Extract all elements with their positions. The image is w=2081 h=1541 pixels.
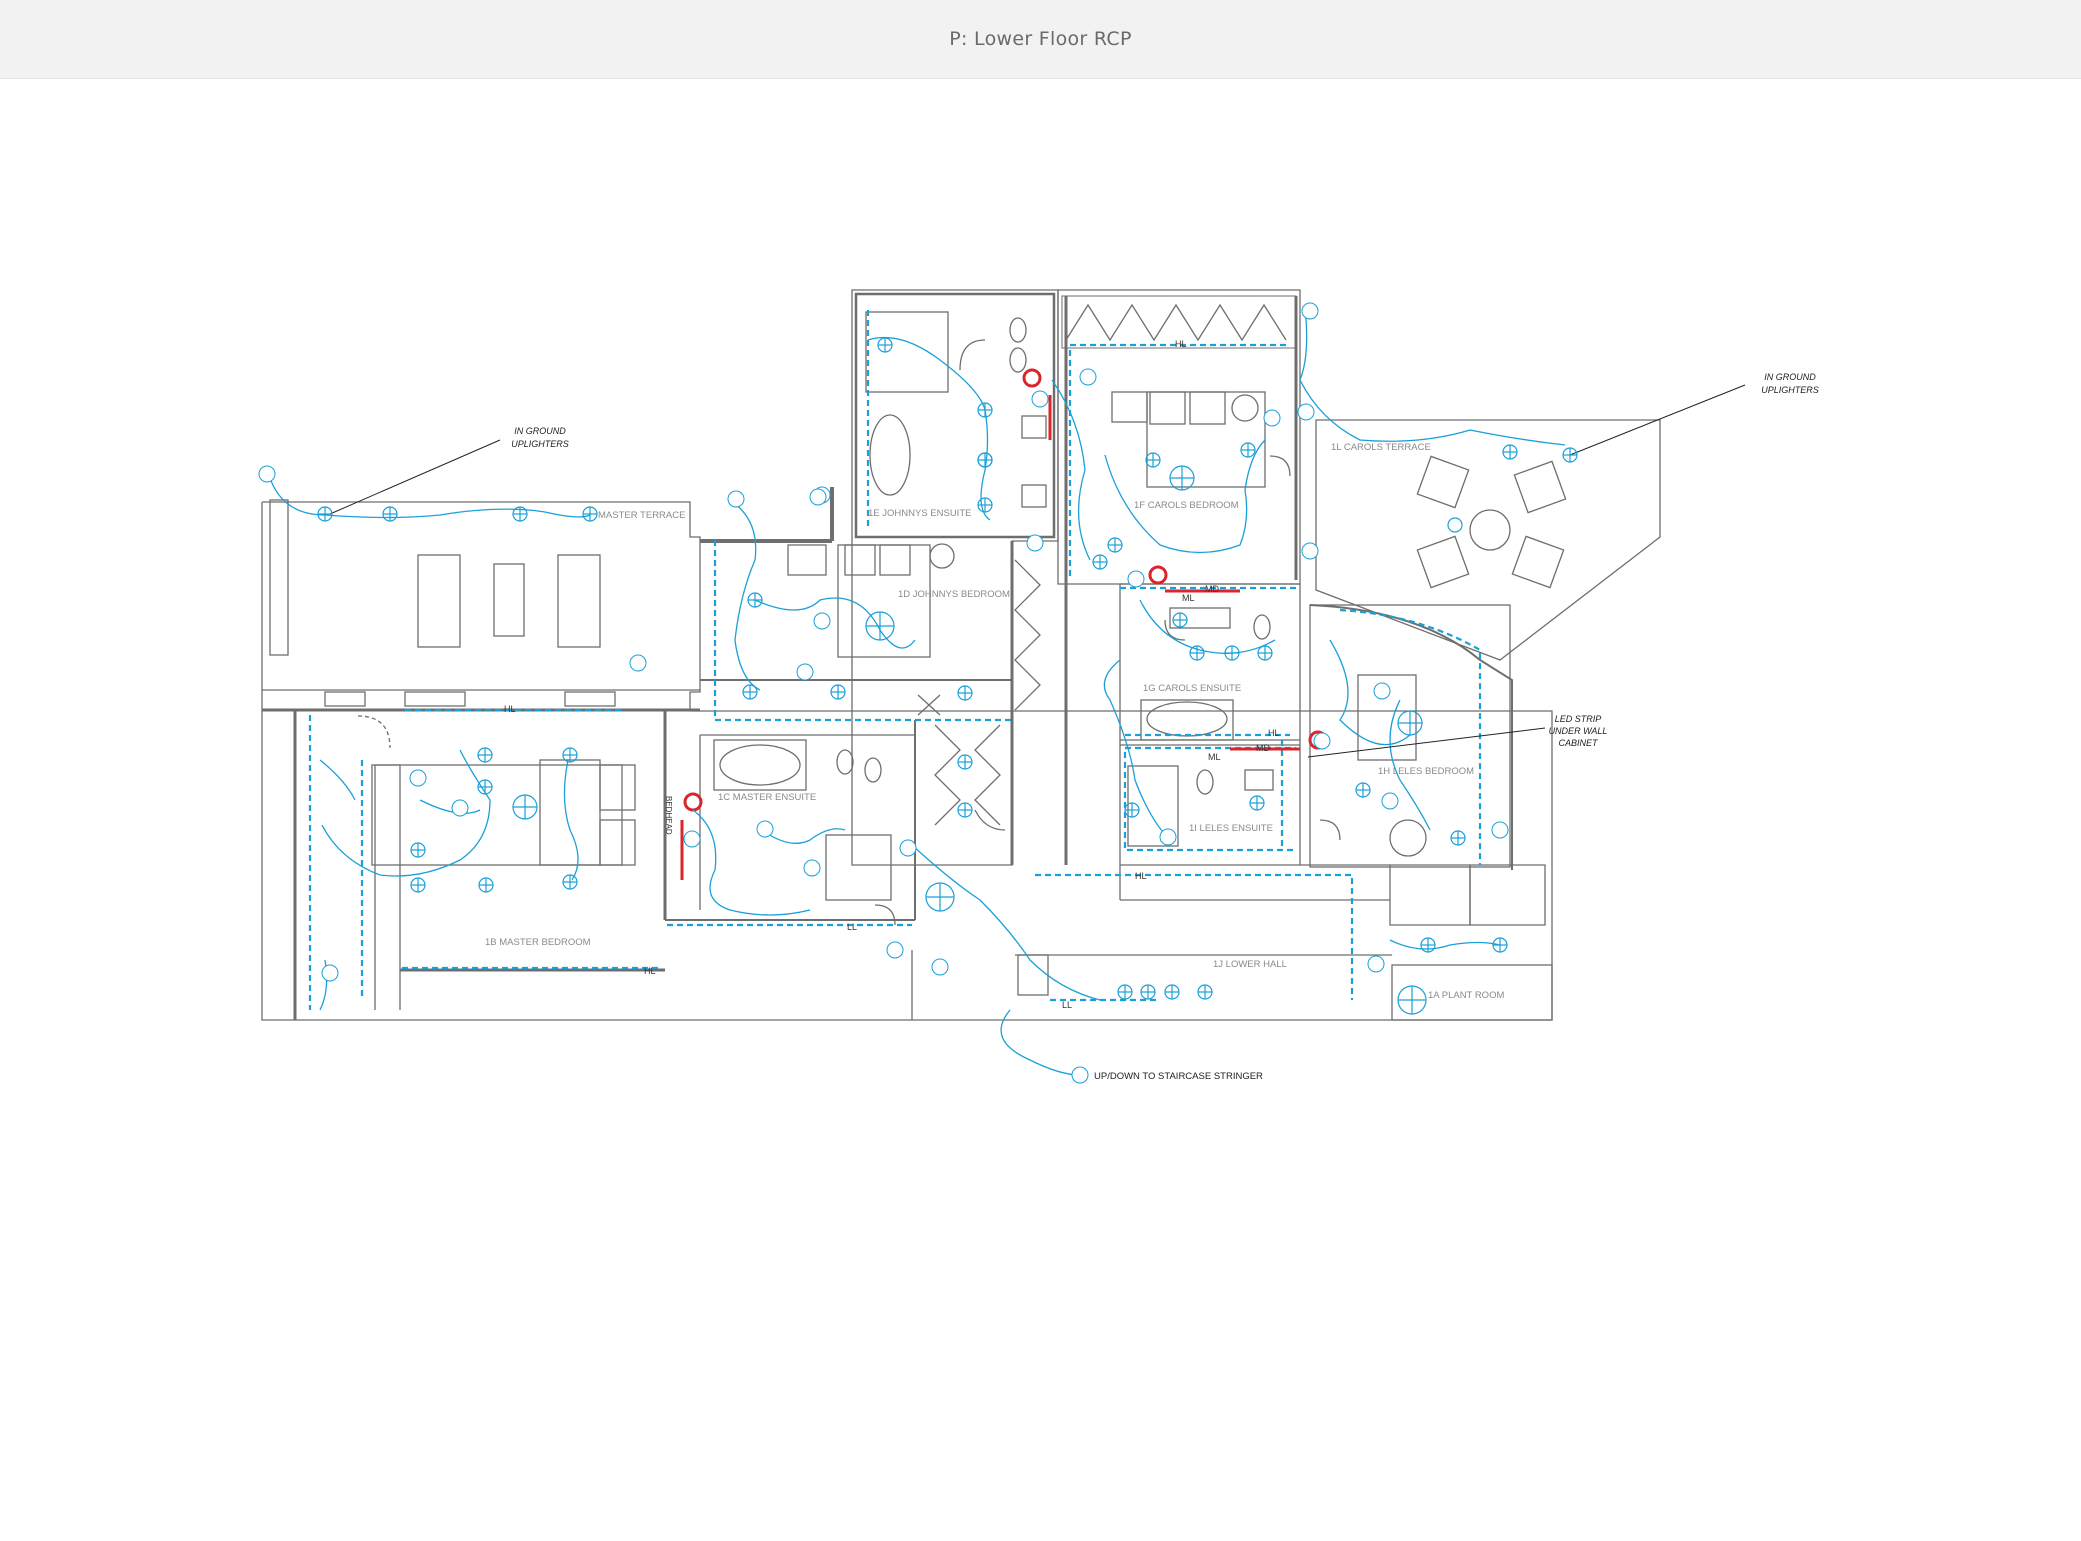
room-label-master-ensuite: 1C MASTER ENSUITE xyxy=(718,792,816,803)
fixture-icon xyxy=(512,794,538,820)
fixture-icon xyxy=(1117,984,1133,1000)
annotation-led-strip: CABINET xyxy=(1558,738,1599,748)
fixture-icon xyxy=(1164,984,1180,1000)
strip-label-hl: HL xyxy=(644,966,656,976)
strip-label-hl: HL xyxy=(1135,871,1147,881)
fixture-icon xyxy=(478,877,494,893)
fixture-icon xyxy=(977,452,993,468)
fixture-icon xyxy=(1249,795,1265,811)
annotation-uplighters-left: UPLIGHTERS xyxy=(511,439,569,449)
viewer-header: P: Lower Floor RCP xyxy=(0,0,2081,79)
fixture-icon xyxy=(1124,802,1140,818)
circuit-tags xyxy=(258,302,1509,1084)
fixture-icon xyxy=(1492,937,1508,953)
fixture-icon xyxy=(1397,985,1427,1015)
strip-label-md: MD xyxy=(1205,584,1219,594)
strip-label-md: MD xyxy=(1256,743,1270,753)
strip-label-hl: HL xyxy=(1268,728,1280,738)
annotation-bedhead: BEDHEAD xyxy=(664,796,673,835)
annotation-led-strip: UNDER WALL xyxy=(1549,726,1608,736)
annotations: IN GROUND UPLIGHTERS IN GROUND UPLIGHTER… xyxy=(511,372,1819,748)
fixture-icon xyxy=(925,882,955,912)
fixture-icon xyxy=(1145,452,1161,468)
annotation-staircase: UP/DOWN TO STAIRCASE STRINGER xyxy=(1094,1071,1263,1082)
fixture-icon xyxy=(1257,645,1273,661)
fixture-icon xyxy=(477,779,493,795)
room-label-master-terrace: MASTER TERRACE xyxy=(598,510,685,521)
fixture-icon xyxy=(957,685,973,701)
leader-lines xyxy=(329,384,1746,758)
strip-label-ll: LL xyxy=(847,922,857,932)
fixture-icon xyxy=(317,506,333,522)
page-title: P: Lower Floor RCP xyxy=(949,28,1132,50)
fixture-icon xyxy=(1189,645,1205,661)
annotation-uplighters-right: IN GROUND xyxy=(1764,372,1816,382)
room-labels: MASTER TERRACE 1B MASTER BEDROOM 1C MAST… xyxy=(485,442,1504,1001)
fixture-icon xyxy=(1397,710,1423,736)
room-label-leles-bedroom: 1H LELES BEDROOM xyxy=(1378,766,1474,777)
fixture-icon xyxy=(865,611,895,641)
fixture-icon xyxy=(1172,612,1188,628)
fixture-icon xyxy=(1355,782,1371,798)
strip-label-hl: HL xyxy=(1175,339,1187,349)
fixture-icon xyxy=(562,874,578,890)
strip-label-hl: HL xyxy=(504,704,516,714)
room-label-leles-ensuite: 1I LELES ENSUITE xyxy=(1189,823,1273,834)
fixture-icon xyxy=(830,684,846,700)
light-fixtures xyxy=(317,337,1578,1015)
fixture-icon xyxy=(1140,984,1156,1000)
fixture-icon xyxy=(512,506,528,522)
fixture-icon xyxy=(1092,554,1108,570)
fixture-icon xyxy=(877,337,893,353)
fixture-icon xyxy=(742,684,758,700)
fixture-icon xyxy=(410,842,426,858)
fixture-icon xyxy=(957,754,973,770)
room-label-johnnys-bedroom: 1D JOHNNYS BEDROOM xyxy=(898,589,1010,600)
fixture-icon xyxy=(1502,444,1518,460)
fixture-icon xyxy=(410,877,426,893)
room-label-carols-bedroom: 1F CAROLS BEDROOM xyxy=(1134,500,1239,511)
fixture-icon xyxy=(562,747,578,763)
room-label-lower-hall: 1J LOWER HALL xyxy=(1213,959,1287,970)
fixture-icon xyxy=(1224,645,1240,661)
room-label-plant-room: 1A PLANT ROOM xyxy=(1428,990,1504,1001)
fixture-icon xyxy=(747,592,763,608)
annotation-led-strip: LED STRIP xyxy=(1555,714,1602,724)
drawing-sheet[interactable]: HL HL HL HL HL ML MD MD ML LL LL MASTER … xyxy=(0,79,2081,1536)
floor-plan[interactable]: HL HL HL HL HL ML MD MD ML LL LL MASTER … xyxy=(0,79,2081,1536)
walls xyxy=(261,289,1661,1021)
fixture-icon xyxy=(1197,984,1213,1000)
fixture-icon xyxy=(1169,465,1195,491)
fixture-icon xyxy=(382,506,398,522)
strip-label-ml: ML xyxy=(1208,752,1221,762)
annotation-uplighters-left: IN GROUND xyxy=(514,426,566,436)
fixture-icon xyxy=(1450,830,1466,846)
fixture-icon xyxy=(957,802,973,818)
fixture-icon xyxy=(977,402,993,418)
fixture-icon xyxy=(1447,517,1463,533)
annotation-uplighters-right: UPLIGHTERS xyxy=(1761,385,1819,395)
room-label-carols-ensuite: 1G CAROLS ENSUITE xyxy=(1143,683,1241,694)
fixture-icon xyxy=(1107,537,1123,553)
strip-label-ll: LL xyxy=(1062,1000,1072,1010)
room-label-carols-terrace: 1L CAROLS TERRACE xyxy=(1331,442,1431,453)
fixture-icon xyxy=(477,747,493,763)
strip-label-ml: ML xyxy=(1182,593,1195,603)
led-strip-lines xyxy=(308,310,1482,1010)
room-label-master-bedroom: 1B MASTER BEDROOM xyxy=(485,937,591,948)
fixture-icon xyxy=(1240,442,1256,458)
room-label-johnnys-ensuite: 1E JOHNNYS ENSUITE xyxy=(868,508,971,519)
fixture-icon xyxy=(1420,937,1436,953)
strip-labels: HL HL HL HL HL ML MD MD ML LL LL xyxy=(504,339,1280,1010)
fixture-icon xyxy=(1562,447,1578,463)
fixture-icon xyxy=(977,497,993,513)
fixture-icon xyxy=(582,506,598,522)
